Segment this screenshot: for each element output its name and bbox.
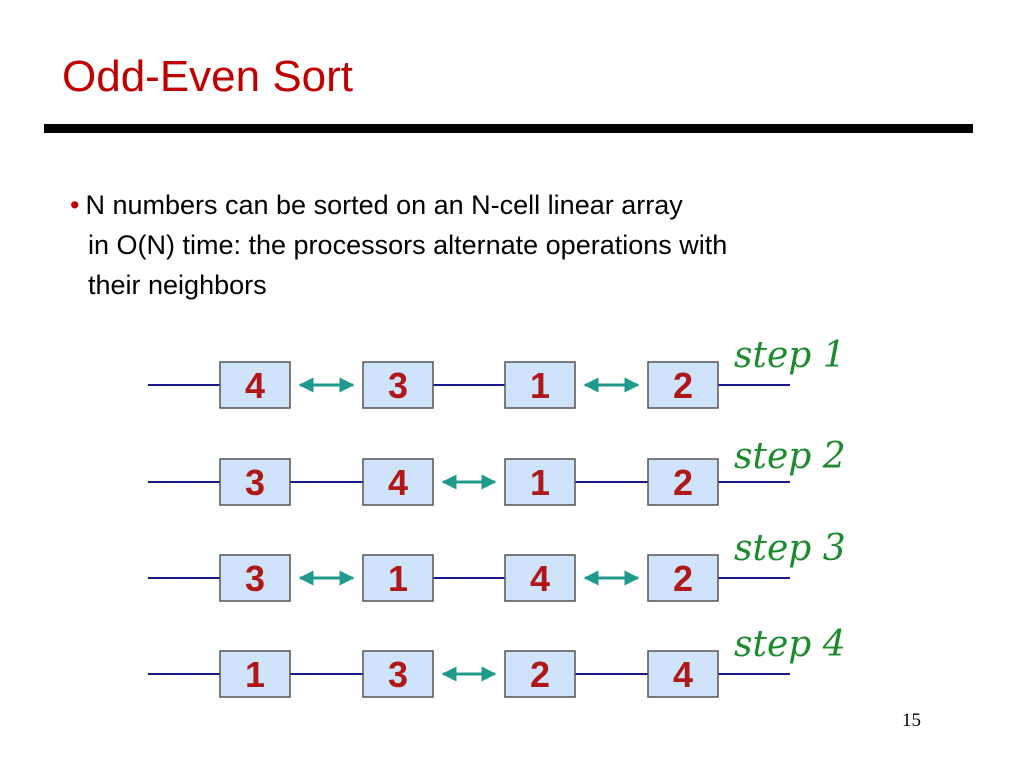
cell-value: 4 bbox=[388, 462, 408, 503]
processor-cell bbox=[504, 554, 576, 602]
cell-value: 2 bbox=[530, 654, 550, 695]
bullet-line-3: their neighbors bbox=[88, 270, 267, 300]
processor-cell bbox=[504, 361, 576, 409]
cell-value: 2 bbox=[673, 365, 693, 406]
processor-cell bbox=[219, 554, 291, 602]
cell-value: 2 bbox=[673, 558, 693, 599]
processor-cell bbox=[647, 458, 719, 506]
cell-value: 4 bbox=[673, 654, 693, 695]
cell-value: 3 bbox=[245, 462, 265, 503]
cell-value: 3 bbox=[388, 365, 408, 406]
cell-value: 4 bbox=[530, 558, 550, 599]
bullet-text: •N numbers can be sorted on an N-cell li… bbox=[70, 185, 727, 305]
processor-cell bbox=[647, 554, 719, 602]
processor-cell bbox=[504, 458, 576, 506]
cell-value: 1 bbox=[388, 558, 408, 599]
step-label: step 4 bbox=[734, 624, 846, 665]
step-label: step 2 bbox=[734, 436, 846, 477]
cell-value: 3 bbox=[388, 654, 408, 695]
bullet-line-2: in O(N) time: the processors alternate o… bbox=[88, 230, 728, 260]
processor-cell bbox=[362, 650, 434, 698]
processor-cell bbox=[219, 458, 291, 506]
cell-value: 2 bbox=[673, 462, 693, 503]
bullet-line-1: •N numbers can be sorted on an N-cell li… bbox=[70, 190, 683, 220]
processor-cell bbox=[219, 650, 291, 698]
bullet-icon: • bbox=[70, 190, 80, 220]
step-label: step 3 bbox=[734, 528, 846, 569]
processor-cell bbox=[647, 650, 719, 698]
cell-value: 4 bbox=[245, 365, 265, 406]
processor-cell bbox=[362, 554, 434, 602]
processor-cell bbox=[504, 650, 576, 698]
cell-value: 1 bbox=[530, 462, 550, 503]
cell-value: 1 bbox=[245, 654, 265, 695]
page-number: 15 bbox=[902, 710, 921, 731]
processor-cell bbox=[219, 361, 291, 409]
cell-value: 1 bbox=[530, 365, 550, 406]
processor-cell bbox=[647, 361, 719, 409]
processor-cell bbox=[362, 361, 434, 409]
slide-title: Odd-Even Sort bbox=[62, 52, 354, 101]
processor-cell bbox=[362, 458, 434, 506]
step-label: step 1 bbox=[734, 335, 846, 376]
title-divider bbox=[44, 124, 973, 133]
cell-value: 3 bbox=[245, 558, 265, 599]
